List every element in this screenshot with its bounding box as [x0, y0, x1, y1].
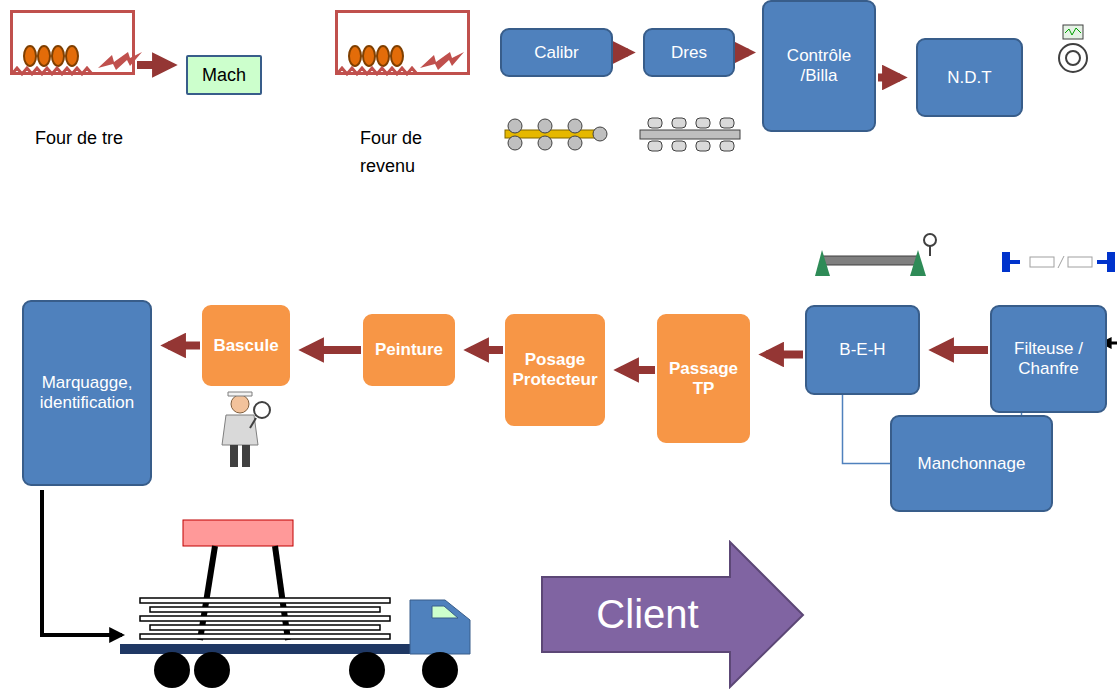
node-label: Client: [596, 592, 698, 637]
inspector-figure: [222, 392, 270, 467]
flame-symbol: [420, 52, 464, 70]
node-label: B-E-H: [839, 340, 885, 360]
hydro-test-beam-icon: [815, 234, 936, 276]
node-label: Bascule: [213, 336, 278, 356]
process-box: Manchonnage: [890, 415, 1053, 512]
link-line: [843, 395, 891, 464]
flow-arrow: [737, 49, 749, 57]
process-box: Contrôle /Billa: [762, 0, 876, 132]
flow-arrow: [766, 351, 803, 359]
node-label: Calibr: [534, 43, 578, 63]
process-box: Mach: [186, 55, 262, 95]
node-label: Posage Protecteur: [512, 350, 598, 390]
node-label: Filteuse / Chanfre: [997, 339, 1100, 379]
process-box: Posage Protecteur: [505, 314, 605, 426]
flow-arrow: [471, 346, 503, 354]
node-label: Four de revenu: [360, 125, 460, 181]
furnace-box: Four de revenu: [335, 10, 470, 75]
furnace-box: Four de tre: [10, 10, 135, 75]
process-box: N.D.T: [916, 38, 1023, 117]
process-box: Bascule: [202, 305, 290, 386]
process-box: Passage TP: [657, 314, 750, 443]
process-box: Dres: [643, 28, 735, 77]
straightening-rollers: [640, 118, 740, 151]
node-label: N.D.T: [947, 68, 991, 88]
node-label: Four de tre: [35, 125, 135, 153]
calibrating-rollers: [505, 119, 607, 150]
flow-arrow: [936, 346, 988, 354]
shipping-arrow: [42, 490, 122, 635]
client-arrow: Client: [540, 540, 805, 689]
flow-arrow: [615, 49, 628, 57]
ndt-gauge-icon: [1059, 25, 1087, 72]
flame-symbol: [98, 52, 142, 70]
threading-icon: [1002, 252, 1115, 272]
process-box: Marquagge, identification: [22, 300, 152, 486]
node-label: Manchonnage: [918, 454, 1026, 474]
node-label: Dres: [671, 43, 707, 63]
process-box: Filteuse / Chanfre: [990, 305, 1107, 413]
flow-arrow: [621, 366, 655, 374]
process-box: Peinture: [363, 314, 455, 386]
flow-arrow: [168, 342, 200, 350]
process-box: B-E-H: [805, 305, 920, 395]
delivery-truck: [120, 520, 470, 688]
flow-arrow: [306, 346, 361, 354]
node-label: Peinture: [375, 340, 443, 360]
flow-arrow: [137, 61, 170, 69]
node-label: Mach: [202, 65, 246, 86]
arrow-outline: [542, 542, 803, 687]
node-label: Marquagge, identification: [29, 373, 145, 413]
process-box: Calibr: [500, 28, 613, 77]
flow-arrow: [878, 74, 900, 82]
node-label: Contrôle /Billa: [769, 46, 869, 86]
node-label: Passage TP: [664, 359, 743, 399]
